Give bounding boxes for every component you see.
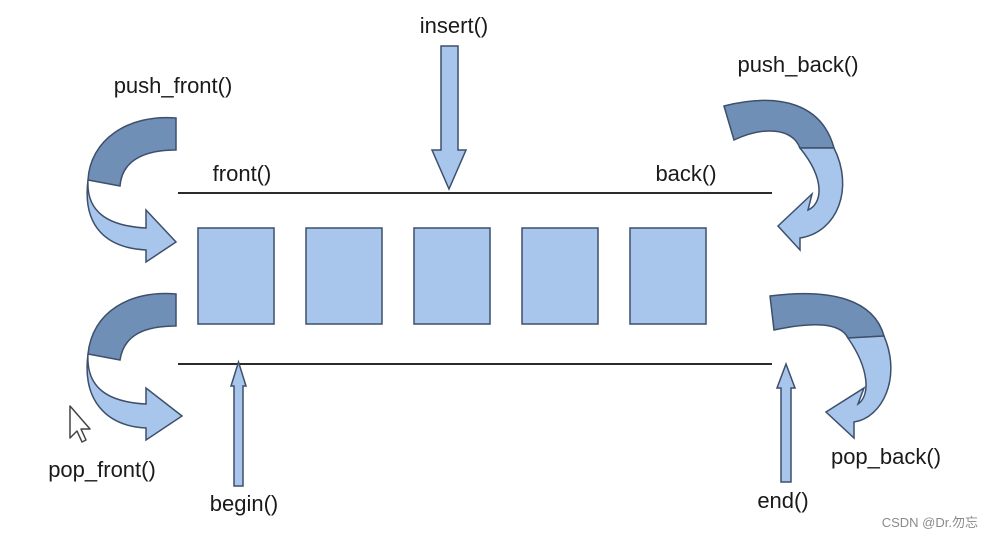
end-arrow xyxy=(775,361,797,483)
push-front-label: push_front() xyxy=(114,73,233,98)
insert-label: insert() xyxy=(420,13,488,38)
end-label: end() xyxy=(757,488,808,513)
pop-front-arrow xyxy=(86,292,184,442)
front-label: front() xyxy=(213,161,272,186)
push-front-arrow xyxy=(86,116,178,264)
back-label: back() xyxy=(655,161,716,186)
insert-arrow xyxy=(430,45,468,191)
watermark: CSDN @Dr.勿忘 xyxy=(882,515,978,530)
pop-back-label: pop_back() xyxy=(831,444,941,469)
pop-back-arrow xyxy=(769,292,892,440)
element-boxes xyxy=(197,227,707,325)
element-box xyxy=(197,227,275,325)
push-back-arrow xyxy=(723,99,844,252)
element-box xyxy=(305,227,383,325)
begin-label: begin() xyxy=(210,491,278,516)
element-box xyxy=(521,227,599,325)
begin-arrow xyxy=(229,359,248,487)
element-box xyxy=(629,227,707,325)
pop-front-label: pop_front() xyxy=(48,457,156,482)
element-box xyxy=(413,227,491,325)
push-back-label: push_back() xyxy=(737,52,858,77)
mouse-cursor-icon xyxy=(69,405,91,443)
